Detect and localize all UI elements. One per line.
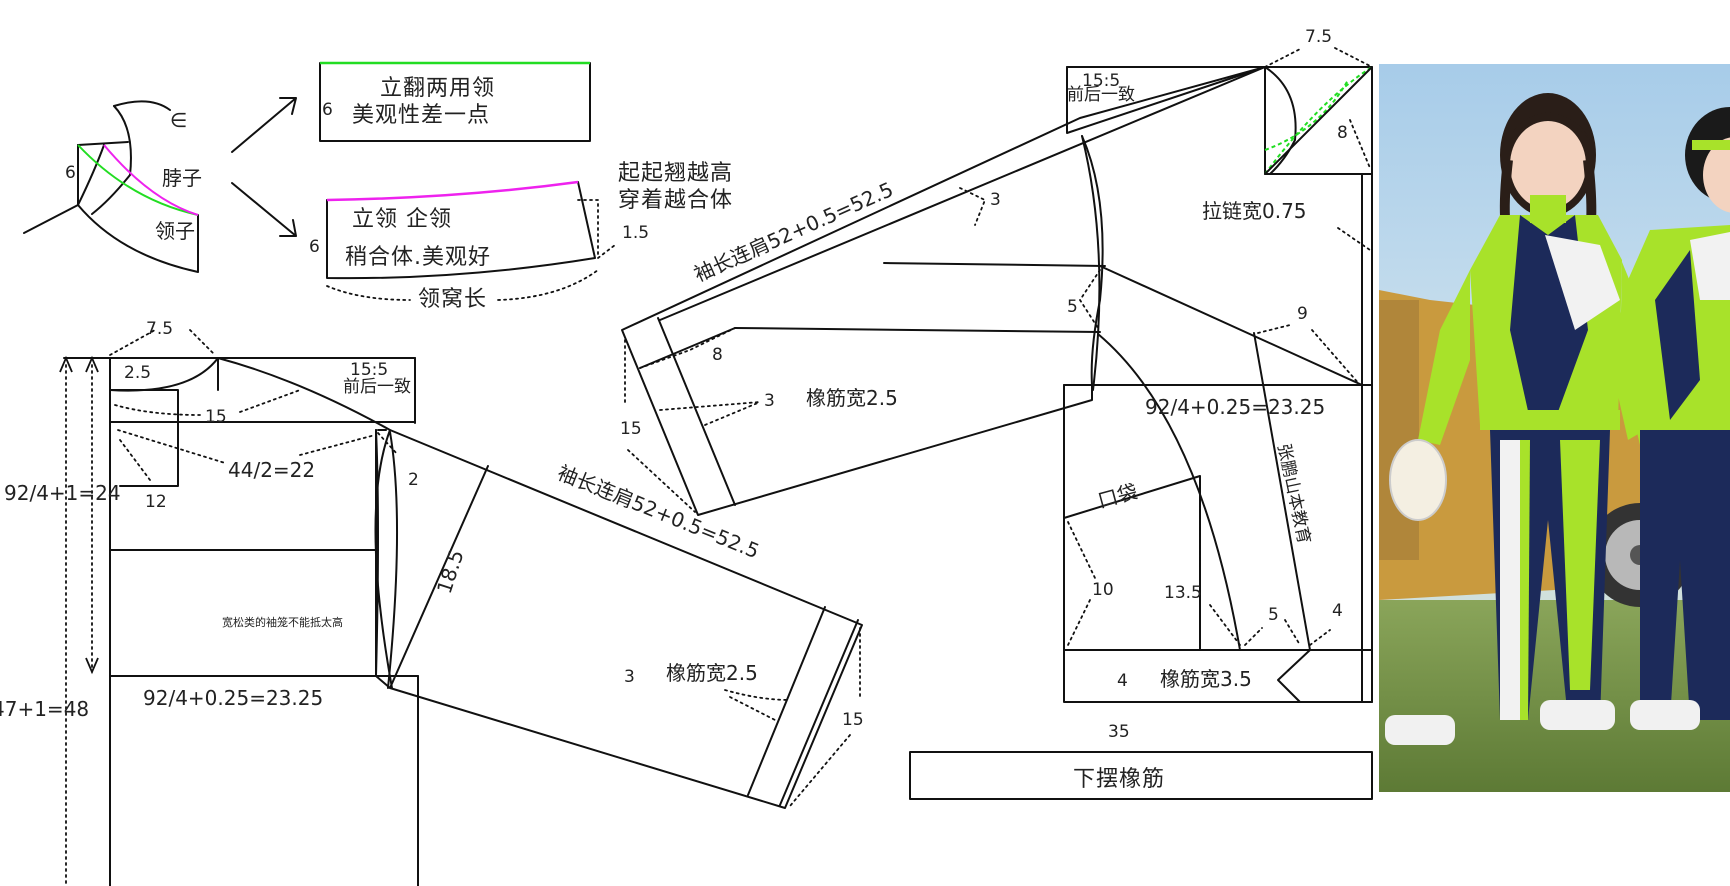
- back-m4b: 4: [1117, 671, 1128, 691]
- fold-collar-line1: 立翻两用领: [380, 76, 495, 101]
- stand-collar-height: 6: [309, 237, 320, 257]
- back-m10: 10: [1092, 580, 1114, 600]
- front-m12: 12: [145, 492, 167, 512]
- sleeve-cap-height: 18.5: [432, 547, 469, 597]
- back-neck-width: 7.5: [1305, 27, 1332, 47]
- neckline-length: 领窝长: [418, 287, 487, 312]
- back-hem-elastic: 橡筋宽3.5: [1160, 667, 1252, 691]
- watermark-text: 张鹏山本教育: [1273, 442, 1314, 546]
- fold-collar-height: 6: [322, 100, 333, 120]
- collar-height-label: 6: [65, 163, 76, 183]
- front-length: 47+1=48: [0, 697, 89, 721]
- front-chest-width: 92/4+0.25=23.25: [143, 686, 323, 710]
- fold-collar-line2: 美观性差一点: [352, 103, 490, 128]
- back-elastic: 橡筋宽2.5: [806, 386, 898, 410]
- front-cuff-band: 3: [624, 667, 635, 687]
- front-sleeve-length: 袖长连肩52+0.5=52.5: [554, 460, 763, 563]
- collar-box-fold: 6 立翻两用领 美观性差一点: [319, 61, 591, 142]
- back-m9: 9: [1297, 304, 1308, 324]
- collar-note-line1: 起起翘越高: [618, 161, 733, 186]
- back-cuff-band: 3: [764, 391, 775, 411]
- back-cuff15: 15: [620, 419, 642, 439]
- kids-tracksuit-photo: [1379, 64, 1730, 792]
- front-neck-drop: 2.5: [124, 363, 151, 383]
- collar-label: 领子: [155, 219, 195, 243]
- back-m8: 8: [1337, 123, 1348, 143]
- half-shoulder: 44/2=22: [228, 458, 315, 482]
- stand-collar-line1: 立领 企领: [352, 207, 452, 232]
- front-m2: 2: [408, 470, 419, 490]
- collar-rise: 1.5: [622, 223, 649, 243]
- collar-symbol: ∈: [170, 108, 187, 132]
- chest-depth: 92/4+1=24: [4, 481, 121, 505]
- back-m3: 3: [990, 190, 1001, 210]
- back-m135: 13.5: [1164, 583, 1202, 603]
- back-m4a: 4: [1332, 601, 1343, 621]
- pocket-label: 口袋: [1095, 479, 1140, 513]
- collar-sketch: ∈ 6 脖子 领子: [23, 97, 297, 273]
- front-elastic: 橡筋宽2.5: [666, 661, 758, 685]
- back-slope: 15:5: [1082, 71, 1120, 91]
- collar-note-line2: 穿着越合体: [618, 188, 733, 213]
- back-chest-width: 92/4+0.25=23.25: [1145, 395, 1325, 419]
- armhole-note: 宽松类的袖笼不能抵太高: [222, 615, 343, 629]
- back-m8b: 8: [712, 345, 723, 365]
- front-cuff15: 15: [842, 710, 864, 730]
- front-neck-width: 7.5: [146, 319, 173, 339]
- front-slope-note: 前后一致: [343, 377, 411, 397]
- back-m5: 5: [1067, 297, 1078, 317]
- front-m15: 15: [205, 407, 227, 427]
- back-slope-note: 前后一致: [1067, 85, 1135, 105]
- front-slope: 15:5: [350, 360, 388, 380]
- stand-collar-line2: 稍合体.美观好: [345, 245, 491, 270]
- neck-label: 脖子: [162, 166, 202, 190]
- back-m5b: 5: [1268, 605, 1279, 625]
- zipper-width: 拉链宽0.75: [1202, 199, 1307, 223]
- collar-box-stand: 6 立领 企领 稍合体.美观好 起起翘越高 穿着越合体 1.5 领窝长: [309, 161, 733, 312]
- hem-length: 35: [1108, 722, 1130, 742]
- hem-elastic-label: 下摆橡筋: [1073, 767, 1165, 792]
